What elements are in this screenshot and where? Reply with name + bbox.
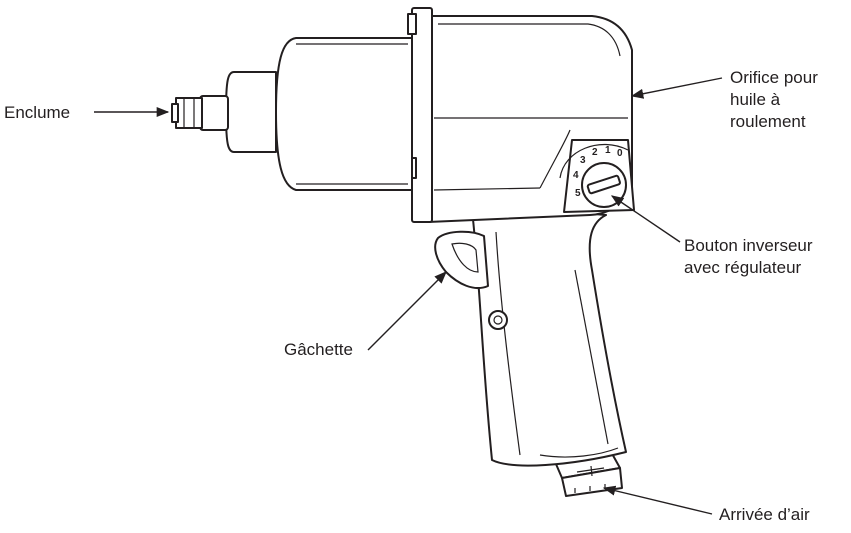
dial-digit-0: 0 <box>617 148 623 159</box>
label-oil-port-line-1: Orifice pour <box>730 68 818 87</box>
dial-digit-1: 1 <box>605 145 611 156</box>
callout-anvil: Enclume <box>4 103 170 122</box>
leader-air-inlet <box>602 485 713 515</box>
label-reverse-button: Bouton inverseur avec régulateur <box>684 236 817 277</box>
leader-reverse-button <box>610 195 681 243</box>
dial-digit-4: 4 <box>573 170 579 181</box>
callout-trigger: Gâchette <box>284 271 447 359</box>
label-anvil: Enclume <box>4 103 70 122</box>
anvil-collar <box>225 71 277 153</box>
hammer-case <box>275 37 413 191</box>
callout-oil-port: Orifice pour huile à roulement <box>630 68 823 131</box>
callout-air-inlet: Arrivée d’air <box>602 485 810 524</box>
pistol-grip <box>471 209 627 467</box>
trigger <box>434 230 489 290</box>
label-oil-port-line-2: huile à <box>730 90 781 109</box>
label-trigger: Gâchette <box>284 340 353 359</box>
label-oil-port: Orifice pour huile à roulement <box>730 68 823 131</box>
label-reverse-button-line-2: avec régulateur <box>684 258 802 277</box>
label-oil-port-line-3: roulement <box>730 112 806 131</box>
grip-screw <box>488 310 508 330</box>
dial-digit-2: 2 <box>592 147 598 158</box>
leader-trigger <box>367 271 447 351</box>
callout-reverse-button: Bouton inverseur avec régulateur <box>610 195 817 277</box>
leader-oil-port <box>630 77 723 99</box>
grip-inner-contour <box>495 231 521 456</box>
reverse-regulator-dial: 5 4 3 2 1 0 <box>559 139 635 213</box>
anvil <box>171 97 203 129</box>
dial-digit-3: 3 <box>580 155 586 166</box>
impact-wrench-illustration: 5 4 3 2 1 0 <box>171 7 635 497</box>
label-air-inlet: Arrivée d’air <box>719 505 810 524</box>
label-reverse-button-line-1: Bouton inverseur <box>684 236 813 255</box>
dial-digit-5: 5 <box>575 188 581 199</box>
